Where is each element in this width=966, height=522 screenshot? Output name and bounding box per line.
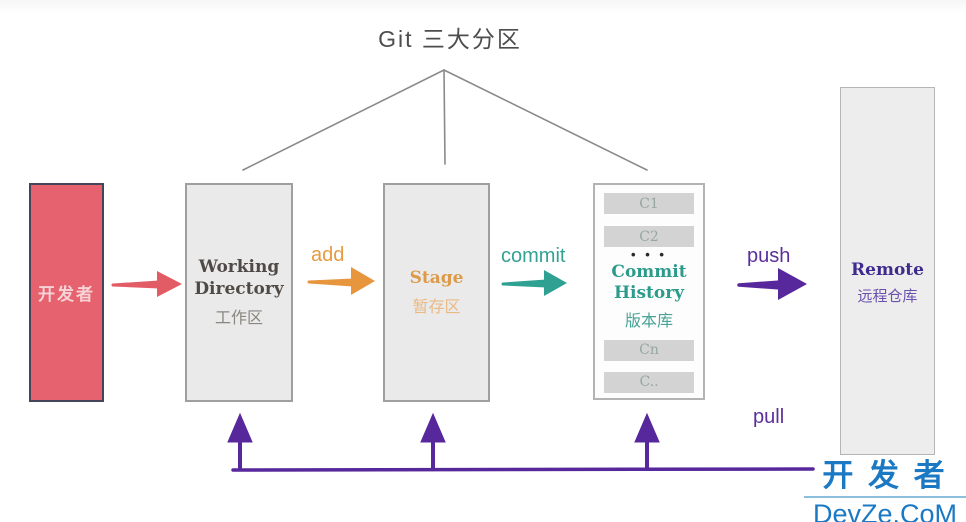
developer-box: 开发者	[29, 183, 104, 402]
commit-cell-c2: C2	[604, 226, 694, 247]
commit-cell-cn: Cn	[604, 339, 694, 361]
watermark-line1: 开 发 者	[804, 450, 966, 498]
watermark: 开 发 者 DevZe.CoM	[804, 450, 966, 522]
title-connector-lines	[242, 69, 648, 171]
remote-subtitle: 远程仓库	[857, 286, 918, 305]
stage-box: Stage 暂存区	[383, 183, 490, 402]
commit-history-subtitle: 版本库	[624, 310, 673, 330]
pull-up-arrow-working	[227, 412, 253, 470]
watermark-line2: DevZe.CoM	[812, 499, 958, 522]
stage-subtitle: 暂存区	[412, 297, 461, 317]
commit-arrow-icon	[501, 270, 567, 296]
commit-history-box: C1 C2 • • • Commit History 版本库 Cn C..	[593, 183, 705, 400]
developer-label: 开发者	[38, 285, 95, 304]
remote-title: Remote	[851, 260, 924, 281]
developer-arrow-icon	[111, 271, 182, 297]
pull-arrow-label: pull	[753, 406, 785, 428]
push-arrow-label: push	[747, 245, 791, 267]
pull-line	[227, 412, 815, 472]
working-directory-subtitle: 工作区	[214, 307, 263, 327]
add-arrow-icon	[307, 267, 375, 295]
pull-up-arrow-stage	[420, 412, 446, 470]
push-arrow-icon	[737, 268, 807, 300]
connector-line-left	[242, 69, 445, 171]
top-band	[0, 0, 966, 14]
pull-up-arrow-commit	[634, 412, 660, 470]
commit-ellipsis: • • •	[631, 247, 667, 262]
diagram-title: Git 三大分区	[378, 26, 522, 52]
commit-cell-cdots: C..	[604, 371, 694, 393]
remote-text-group: Remote 远程仓库	[851, 260, 924, 305]
commit-cell-c1: C1	[604, 193, 694, 214]
stage-title: Stage	[409, 267, 464, 288]
working-directory-title: Working Directory	[194, 257, 284, 299]
connector-line-center	[443, 69, 446, 165]
remote-box: Remote 远程仓库	[840, 87, 935, 455]
commit-history-title: Commit History	[611, 262, 687, 304]
add-arrow-label: add	[311, 244, 345, 266]
connector-line-right	[443, 69, 648, 171]
commit-arrow-label: commit	[501, 245, 566, 267]
working-directory-box: Working Directory 工作区	[185, 183, 293, 402]
